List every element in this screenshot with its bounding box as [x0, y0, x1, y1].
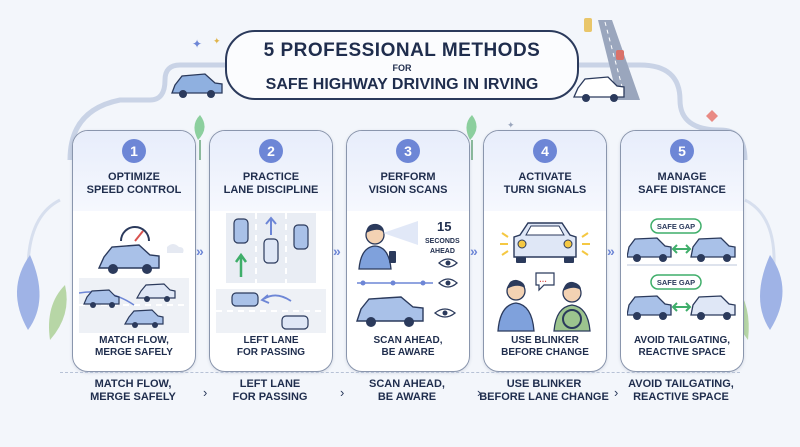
car-icon	[83, 289, 120, 308]
svg-text:15: 15	[437, 219, 451, 234]
speedometer-icon	[120, 226, 150, 242]
driver-icon	[358, 223, 396, 270]
leaf-icon	[16, 255, 67, 340]
svg-text:✦: ✦	[192, 37, 202, 51]
car-icon	[572, 76, 625, 102]
svg-text:SAFE GAP: SAFE GAP	[657, 278, 695, 287]
svg-text:…: …	[539, 275, 547, 284]
bottom-label-1: MATCH FLOW,MERGE SAFELY	[90, 378, 176, 403]
signal-illustration: …	[490, 213, 600, 333]
title-line-3: SAFE HIGHWAY DRIVING IN IRVING	[265, 76, 539, 93]
car-icon	[356, 296, 424, 327]
bottom-label-3: SCAN AHEAD,BE AWARE	[369, 378, 445, 403]
eye-icon	[433, 308, 457, 318]
lane-illustration	[216, 213, 326, 333]
title-banner: 5 PROFESSIONAL METHODS FOR SAFE HIGHWAY …	[225, 30, 579, 100]
distance-illustration: SAFE GAP SAFE GAP	[626, 213, 737, 333]
eye-icon	[438, 258, 458, 268]
vision-illustration: 15 SECONDS AHEAD	[353, 213, 463, 333]
step-number: 5	[670, 139, 694, 163]
step-caption: MATCH FLOW,MERGE SAFELY	[95, 335, 173, 358]
chevron-right-icon: »	[470, 243, 478, 259]
title-line-2: FOR	[392, 63, 412, 73]
car-icon	[171, 73, 223, 98]
svg-text:✦: ✦	[213, 36, 221, 46]
step-number: 2	[259, 139, 283, 163]
chevron-right-icon: ›	[340, 385, 345, 400]
chevron-right-icon: ›	[203, 385, 208, 400]
car-icon	[123, 309, 164, 328]
title-line-1: 5 PROFESSIONAL METHODS	[263, 40, 541, 61]
driver-icon	[553, 281, 591, 332]
step-number: 4	[533, 139, 557, 163]
car-icon	[690, 237, 736, 262]
driver-icon	[497, 279, 535, 332]
svg-text:SAFE GAP: SAFE GAP	[657, 222, 695, 231]
svg-text:SECONDS: SECONDS	[425, 238, 460, 245]
svg-text:✦: ✦	[507, 120, 515, 130]
car-front-icon	[500, 222, 590, 263]
car-icon	[690, 295, 736, 320]
chevron-right-icon: »	[333, 243, 341, 259]
car-icon	[626, 237, 672, 262]
leaf-icon	[194, 115, 205, 160]
chevron-right-icon: »	[196, 243, 204, 259]
step-caption: AVOID TAILGATING,REACTIVE SPACE	[633, 335, 731, 358]
chevron-right-icon: »	[607, 243, 615, 259]
step-number: 1	[122, 139, 146, 163]
car-icon	[135, 283, 176, 302]
car-icon	[97, 244, 160, 274]
chevron-right-icon: ›	[477, 385, 482, 400]
step-number: 3	[396, 139, 420, 163]
svg-text:AHEAD: AHEAD	[430, 248, 455, 255]
car-icon	[626, 295, 672, 320]
eye-icon	[438, 278, 458, 288]
bottom-label-5: AVOID TAILGATING,REACTIVE SPACE	[628, 378, 734, 403]
step-caption: SCAN AHEAD,BE AWARE	[373, 335, 443, 358]
speed-illustration	[78, 213, 189, 333]
chevron-right-icon: ›	[614, 385, 619, 400]
